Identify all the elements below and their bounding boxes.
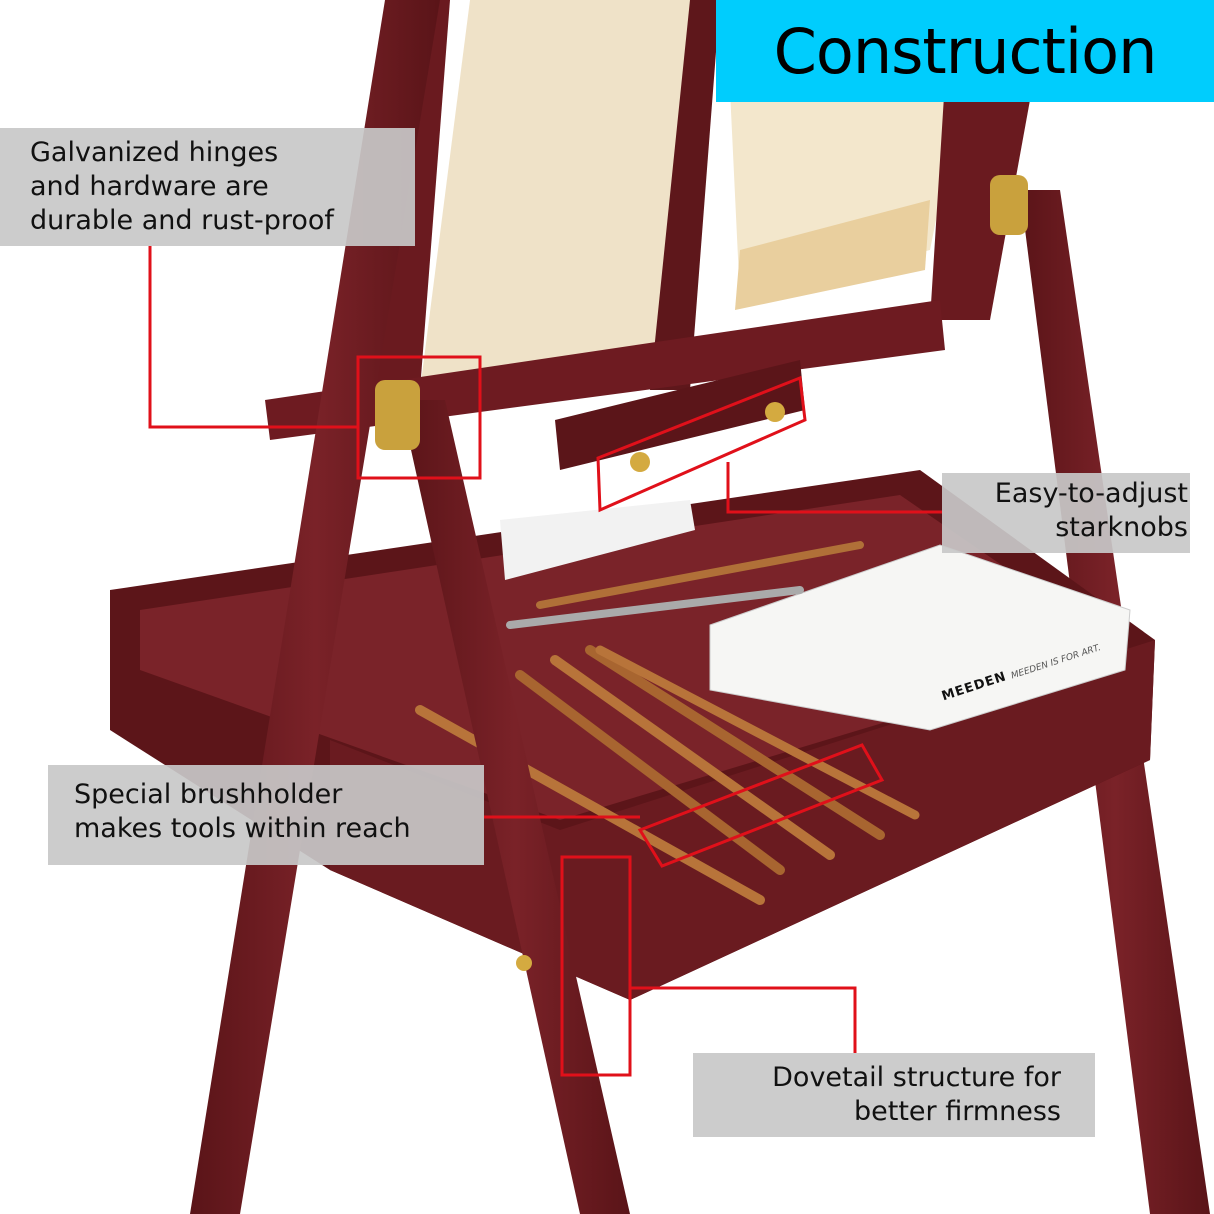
highlight-markers: [148, 246, 942, 1077]
callout-brushholder: Special brushholder makes tools within r…: [48, 765, 484, 865]
hinge-icon: [990, 175, 1028, 235]
starknob-icon: [765, 402, 785, 422]
canvas-frame: [735, 200, 930, 310]
front-left-leg: [190, 0, 440, 1214]
paint-box-set: [709, 544, 1131, 731]
hinge-icon: [375, 380, 420, 450]
starknob-icon: [630, 452, 650, 472]
paint-tube: [500, 500, 695, 580]
bolt-icon: [516, 955, 532, 971]
center-mast: [650, 0, 720, 390]
brushes: [415, 541, 920, 905]
page-title: Construction: [716, 0, 1214, 102]
knob-block: [555, 360, 805, 470]
callout-starknobs: Easy-to-adjust starknobs: [942, 473, 1190, 553]
front-center-leg: [400, 400, 630, 1214]
canvas-left: [420, 0, 700, 390]
callout-hinges: Galvanized hinges and hardware are durab…: [0, 128, 415, 246]
callout-dovetail: Dovetail structure for better firmness: [693, 1053, 1095, 1137]
